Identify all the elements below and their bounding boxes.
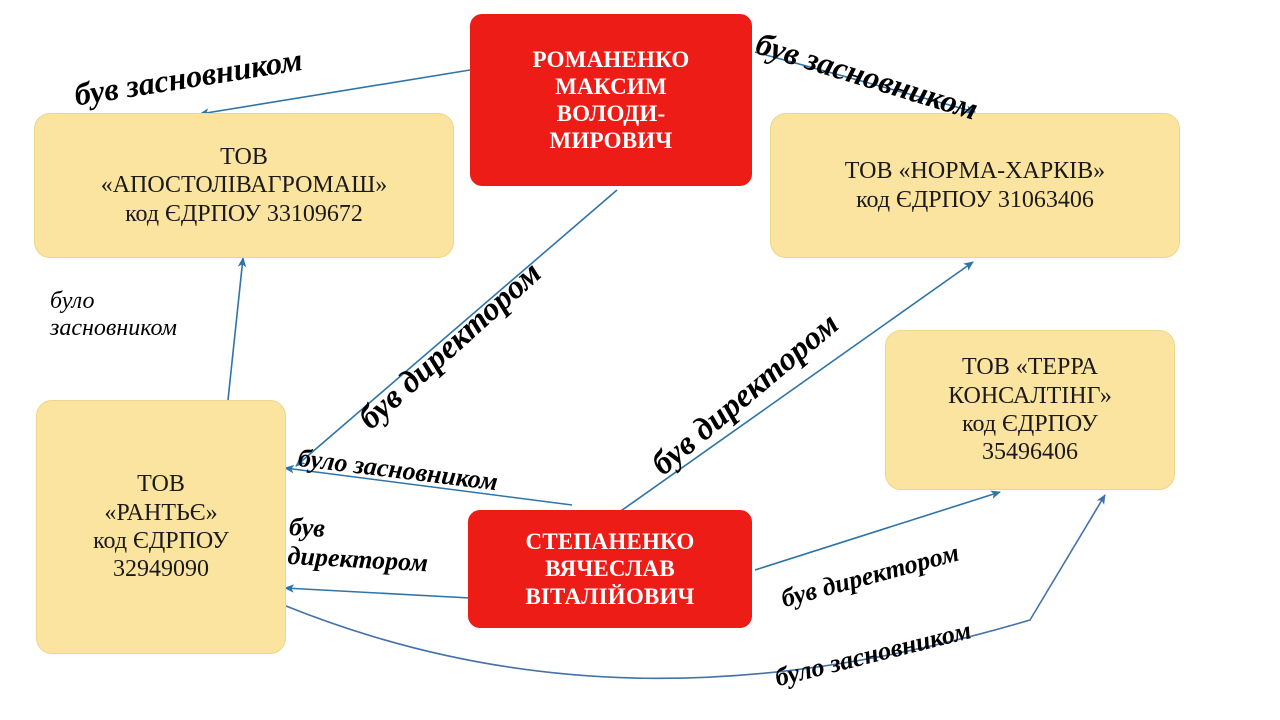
node-rantye-line-1: ТОВ: [137, 471, 185, 498]
edge-stepanenko-terra: [754, 490, 1001, 571]
edge-romanenko-norma: [754, 51, 976, 114]
node-romanenko-line-1: РОМАНЕНКО: [532, 46, 690, 72]
edge-romanenko-rantye: [295, 189, 618, 467]
node-rantye-line-4: 32949090: [113, 556, 209, 583]
edge-label-rantye-apostolivagromash-line-2: засновником: [50, 314, 177, 341]
node-norma-kharkiv-line-2: код ЄДРПОУ 31063406: [856, 186, 1094, 213]
node-apostolivagromash-line-1: ТОВ: [220, 144, 268, 171]
edge-label-rantye-apostolivagromash: було засновником: [50, 288, 230, 342]
node-terra-consulting-line-2: КОНСАЛТІНГ»: [948, 382, 1112, 409]
node-romanenko-line-4: МИРОВИЧ: [549, 128, 673, 154]
node-terra-consulting-line-1: ТОВ «ТЕРРА: [962, 354, 1098, 381]
node-stepanenko-line-2: ВЯЧЕСЛАВ: [545, 556, 675, 582]
node-terra-consulting-line-3: код ЄДРПОУ: [962, 411, 1098, 437]
edge-label-rantye-apostolivagromash-line-1: було: [50, 288, 95, 314]
node-stepanenko-line-1: СТЕПАНЕНКО: [525, 529, 695, 555]
node-apostolivagromash[interactable]: ТОВ «АПОСТОЛІВАГРОМАШ» код ЄДРПОУ 331096…: [34, 113, 454, 258]
edge-romanenko-apostolivagromash: [199, 69, 471, 117]
node-terra-consulting-line-4: 35496406: [982, 439, 1078, 466]
edge-rantye-terra: [285, 494, 1106, 680]
edge-stepanenko-norma: [617, 261, 974, 514]
node-rantye[interactable]: ТОВ «РАНТЬЄ» код ЄДРПОУ 32949090: [36, 400, 286, 654]
node-stepanenko[interactable]: СТЕПАНЕНКО ВЯЧЕСЛАВ ВІТАЛІЙОВИЧ: [468, 510, 752, 628]
node-rantye-line-2: «РАНТЬЄ»: [104, 499, 218, 526]
node-stepanenko-line-3: ВІТАЛІЙОВИЧ: [525, 583, 695, 609]
node-romanenko-line-2: МАКСИМ: [555, 73, 667, 99]
edge-stepanenko-rantye-director: [284, 584, 471, 599]
node-romanenko-line-3: ВОЛОДИ-: [556, 101, 666, 126]
node-apostolivagromash-line-3: код ЄДРПОУ 33109672: [125, 200, 363, 227]
node-norma-kharkiv[interactable]: ТОВ «НОРМА-ХАРКІВ» код ЄДРПОУ 31063406: [770, 113, 1180, 258]
node-apostolivagromash-line-2: «АПОСТОЛІВАГРОМАШ»: [100, 172, 388, 199]
edge-stepanenko-rantye-founder: [284, 464, 573, 506]
edge-rantye-apostolivagromash: [227, 257, 247, 401]
node-norma-kharkiv-line-1: ТОВ «НОРМА-ХАРКІВ»: [844, 158, 1106, 185]
node-romanenko[interactable]: РОМАНЕНКО МАКСИМ ВОЛОДИ- МИРОВИЧ: [470, 14, 752, 186]
node-terra-consulting[interactable]: ТОВ «ТЕРРА КОНСАЛТІНГ» код ЄДРПОУ 354964…: [885, 330, 1175, 490]
edge-label-stepanenko-rantye-director: був директором: [287, 512, 490, 581]
node-rantye-line-3: код ЄДРПОУ: [93, 528, 229, 554]
